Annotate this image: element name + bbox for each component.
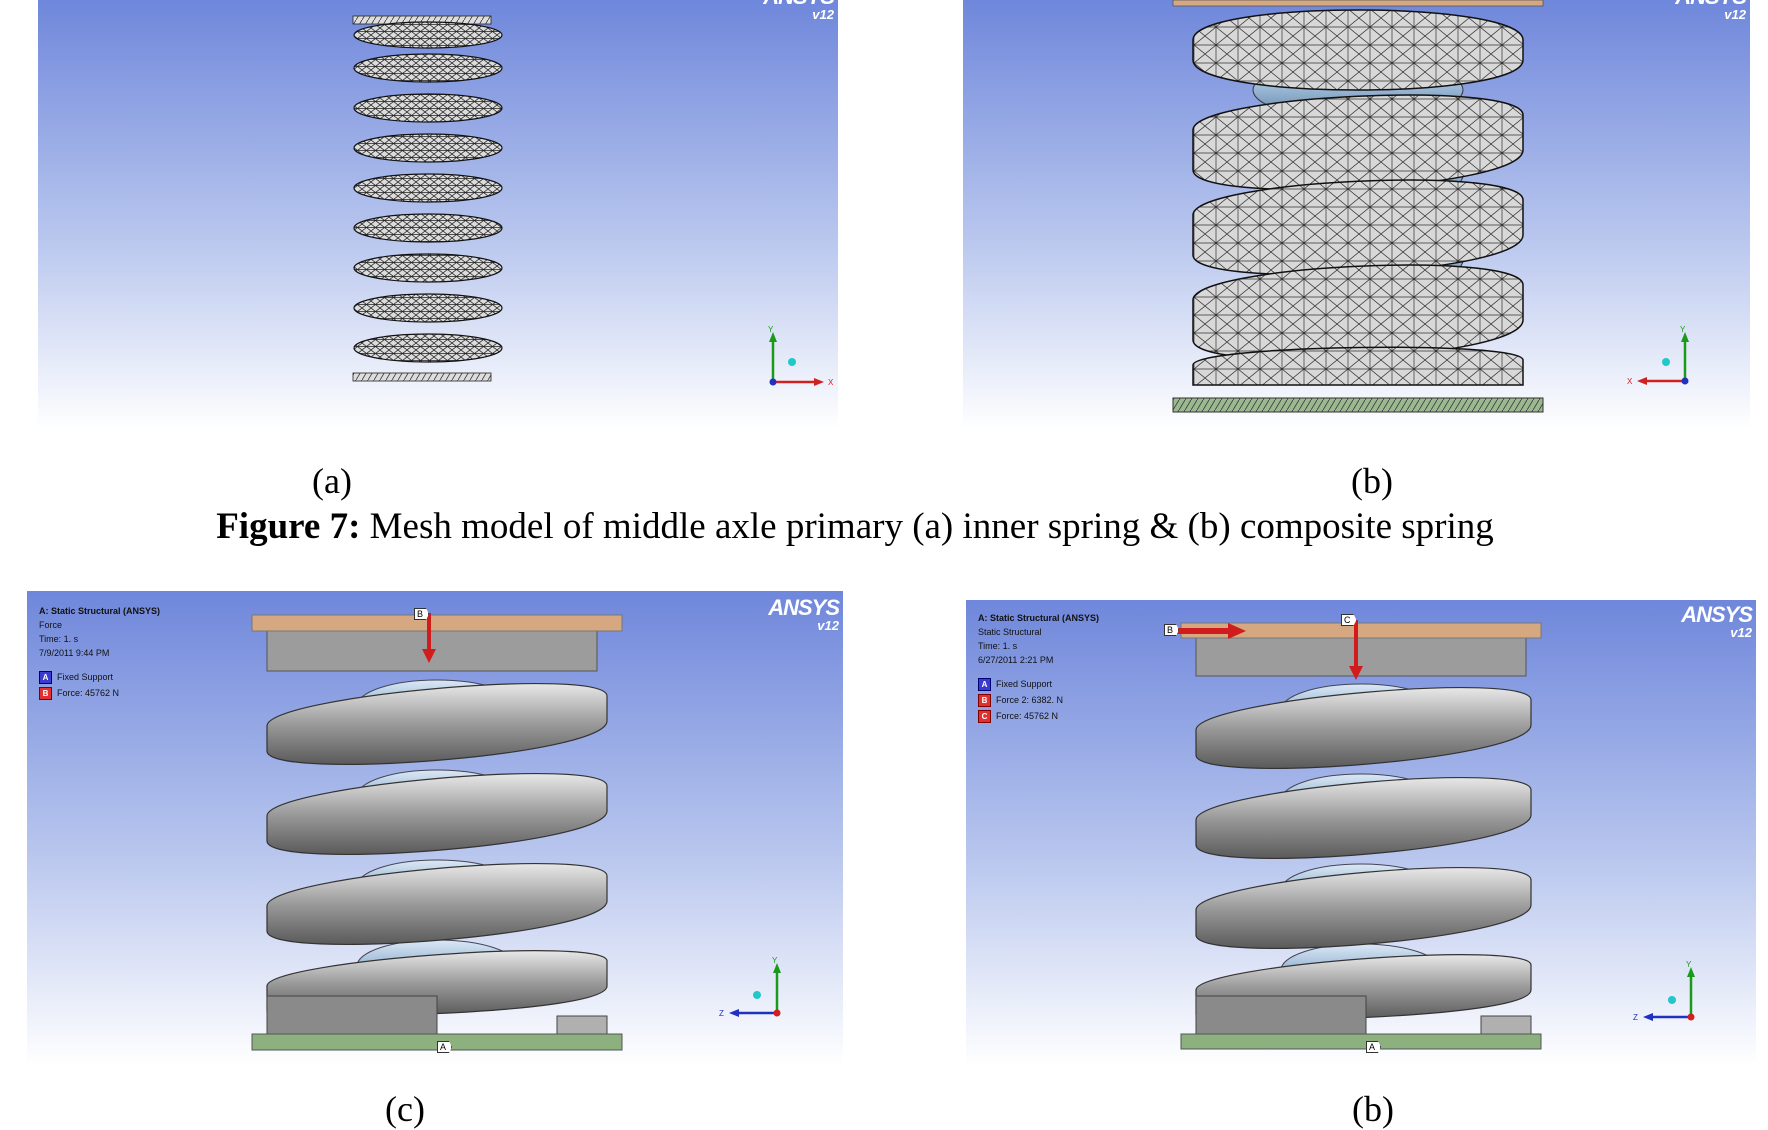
legend-row: A Fixed Support (978, 678, 1099, 692)
subfigure-label-d: (b) (1352, 1089, 1394, 1129)
analysis-line: Time: 1. s (39, 633, 79, 644)
ansys-version: v12 (812, 7, 834, 22)
force-arrow-b-lateral (1176, 623, 1246, 639)
load-tag-bottom: A (1366, 1041, 1382, 1053)
legend-label: Force 2: 6382. N (996, 694, 1064, 705)
analysis-line: 7/9/2011 9:44 PM (39, 647, 110, 658)
triad-b-y-label: Y (1680, 325, 1686, 334)
analysis-info-c: A: Static Structural (ANSYS) Force Time:… (39, 605, 160, 701)
figure-7-caption-text: Mesh model of middle axle primary (a) in… (360, 506, 1494, 547)
ansys-version: v12 (817, 618, 839, 633)
panel-c-loaded-spring: Y Z B A A: Static Structural (ANSYS) For… (27, 591, 843, 1066)
coordinate-triad-c: Y Z (719, 956, 781, 1018)
triad-a-x-label: X (828, 378, 834, 387)
analysis-line: Time: 1. s (978, 640, 1018, 651)
legend-label: Force: 45762 N (996, 710, 1059, 721)
legend-row: A Fixed Support (39, 671, 160, 685)
load-tag-top: C (1341, 614, 1357, 626)
triad-d-z-label: Z (1633, 1013, 1638, 1022)
ansys-logo-a: ANSYS v12 (763, 0, 835, 22)
panel-d-loaded-composite-spring: Y Z B C A A: Static Structural (ANSYS) S… (966, 600, 1756, 1066)
triad-b-x-label: X (1627, 377, 1633, 386)
load-tag-top: B (414, 608, 430, 620)
panel-c-viewport: Y Z (27, 591, 843, 1066)
legend-key-b: B (39, 687, 52, 701)
legend-key-c: C (978, 710, 991, 724)
analysis-line: 6/27/2011 2:21 PM (978, 654, 1054, 665)
panel-d-viewport: Y Z (966, 600, 1756, 1066)
ansys-brand: ANSYS (763, 0, 835, 8)
ansys-brand: ANSYS (768, 595, 840, 620)
legend-key-a: A (39, 671, 52, 685)
panel-b-viewport: Y X (963, 0, 1750, 430)
ansys-logo-d: ANSYS v12 (1681, 602, 1753, 640)
triad-c-z-label: Z (719, 1009, 724, 1018)
force-arrow-b (422, 613, 436, 663)
figure-7-caption: Figure 7: Mesh model of middle axle prim… (0, 505, 1710, 548)
panel-a-viewport: Y X (38, 0, 838, 430)
subfigure-label-a: (a) (312, 461, 352, 501)
legend-label: Fixed Support (996, 678, 1053, 689)
coordinate-triad-a: Y X (768, 325, 834, 387)
triad-d-y-label: Y (1686, 960, 1692, 969)
triad-a-y-label: Y (768, 325, 774, 334)
load-tag-bottom: A (437, 1041, 453, 1053)
legend-key-b: B (978, 694, 991, 708)
legend-label: Force: 45762 N (57, 687, 120, 698)
legend-row: C Force: 45762 N (978, 710, 1099, 724)
analysis-line: Force (39, 619, 63, 630)
load-tag-left: B (1164, 624, 1180, 636)
legend-row: B Force: 45762 N (39, 687, 160, 701)
force-arrow-c (1349, 620, 1363, 680)
ansys-logo-b: ANSYS v12 (1675, 0, 1747, 22)
coordinate-triad-b: Y X (1627, 325, 1689, 386)
analysis-title: A: Static Structural (ANSYS) (978, 613, 1100, 623)
legend-row: B Force 2: 6382. N (978, 694, 1099, 708)
triad-c-y-label: Y (772, 956, 778, 965)
coordinate-triad-d: Y Z (1633, 960, 1695, 1022)
figure-7-caption-label: Figure 7: (216, 506, 361, 547)
legend-key-a: A (978, 678, 991, 692)
panel-a-inner-spring-mesh: Y X ANSYS v12 (38, 0, 838, 430)
ansys-version: v12 (1724, 7, 1746, 22)
ansys-brand: ANSYS (1675, 0, 1747, 8)
ansys-version: v12 (1730, 625, 1752, 640)
analysis-title: A: Static Structural (ANSYS) (39, 606, 161, 616)
analysis-info-d: A: Static Structural (ANSYS) Static Stru… (978, 612, 1099, 724)
legend-label: Fixed Support (57, 671, 114, 682)
ansys-brand: ANSYS (1681, 602, 1753, 627)
panel-b-composite-spring-mesh: Y X ANSYS v12 (963, 0, 1750, 430)
subfigure-label-b: (b) (1351, 461, 1393, 501)
analysis-line: Static Structural (978, 626, 1042, 637)
ansys-logo-c: ANSYS v12 (768, 595, 840, 633)
subfigure-label-c: (c) (385, 1089, 425, 1129)
